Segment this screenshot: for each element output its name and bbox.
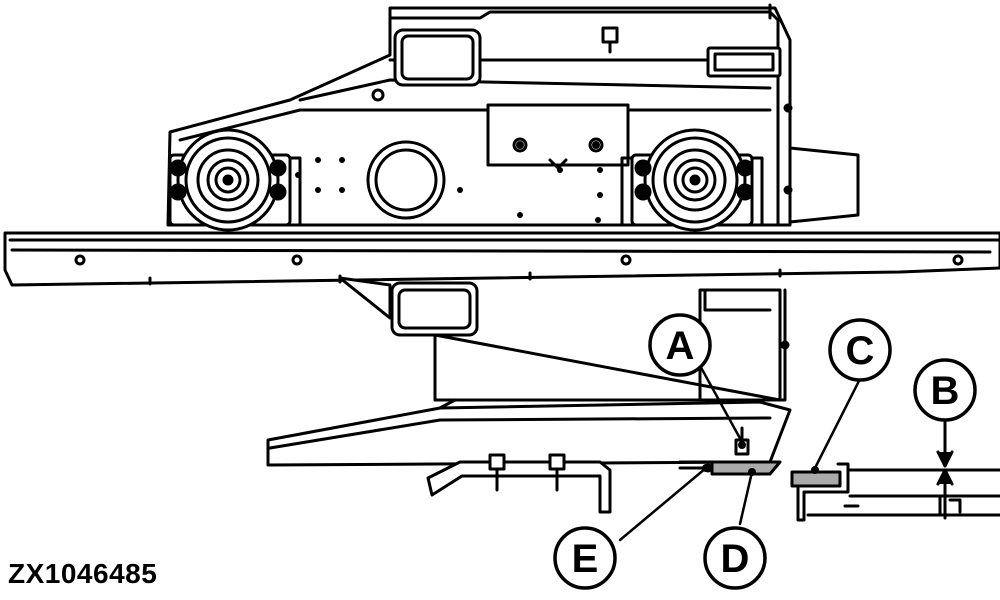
frame-dots <box>295 157 603 223</box>
top-bolt <box>601 26 619 54</box>
cover-plate-top <box>393 28 482 87</box>
callout-d: D <box>703 526 767 590</box>
shim-c <box>790 462 850 522</box>
roller-right <box>620 128 764 232</box>
svg-text:A: A <box>666 324 695 368</box>
center-hub <box>366 140 446 220</box>
lower-body <box>433 288 782 402</box>
callout-a: A <box>648 313 712 377</box>
track-guide-left <box>426 453 612 514</box>
callout-e: E <box>553 526 617 590</box>
skid-plate <box>266 400 792 467</box>
leader-lines <box>618 360 864 542</box>
svg-text:D: D <box>721 537 750 581</box>
right-end-block <box>788 146 860 224</box>
callout-b: B <box>913 358 977 422</box>
svg-text:E: E <box>572 537 599 581</box>
svg-text:C: C <box>846 329 875 373</box>
main-beam <box>3 231 1000 287</box>
svg-text:B: B <box>931 369 960 413</box>
shim-d <box>710 460 782 476</box>
figure-id-label: ZX1046485 <box>8 558 158 589</box>
callout-c: C <box>828 318 892 382</box>
roller-left <box>168 128 302 232</box>
track-guide-right <box>806 468 1000 517</box>
lower-bracket-left <box>338 276 392 320</box>
center-plate <box>486 103 630 170</box>
